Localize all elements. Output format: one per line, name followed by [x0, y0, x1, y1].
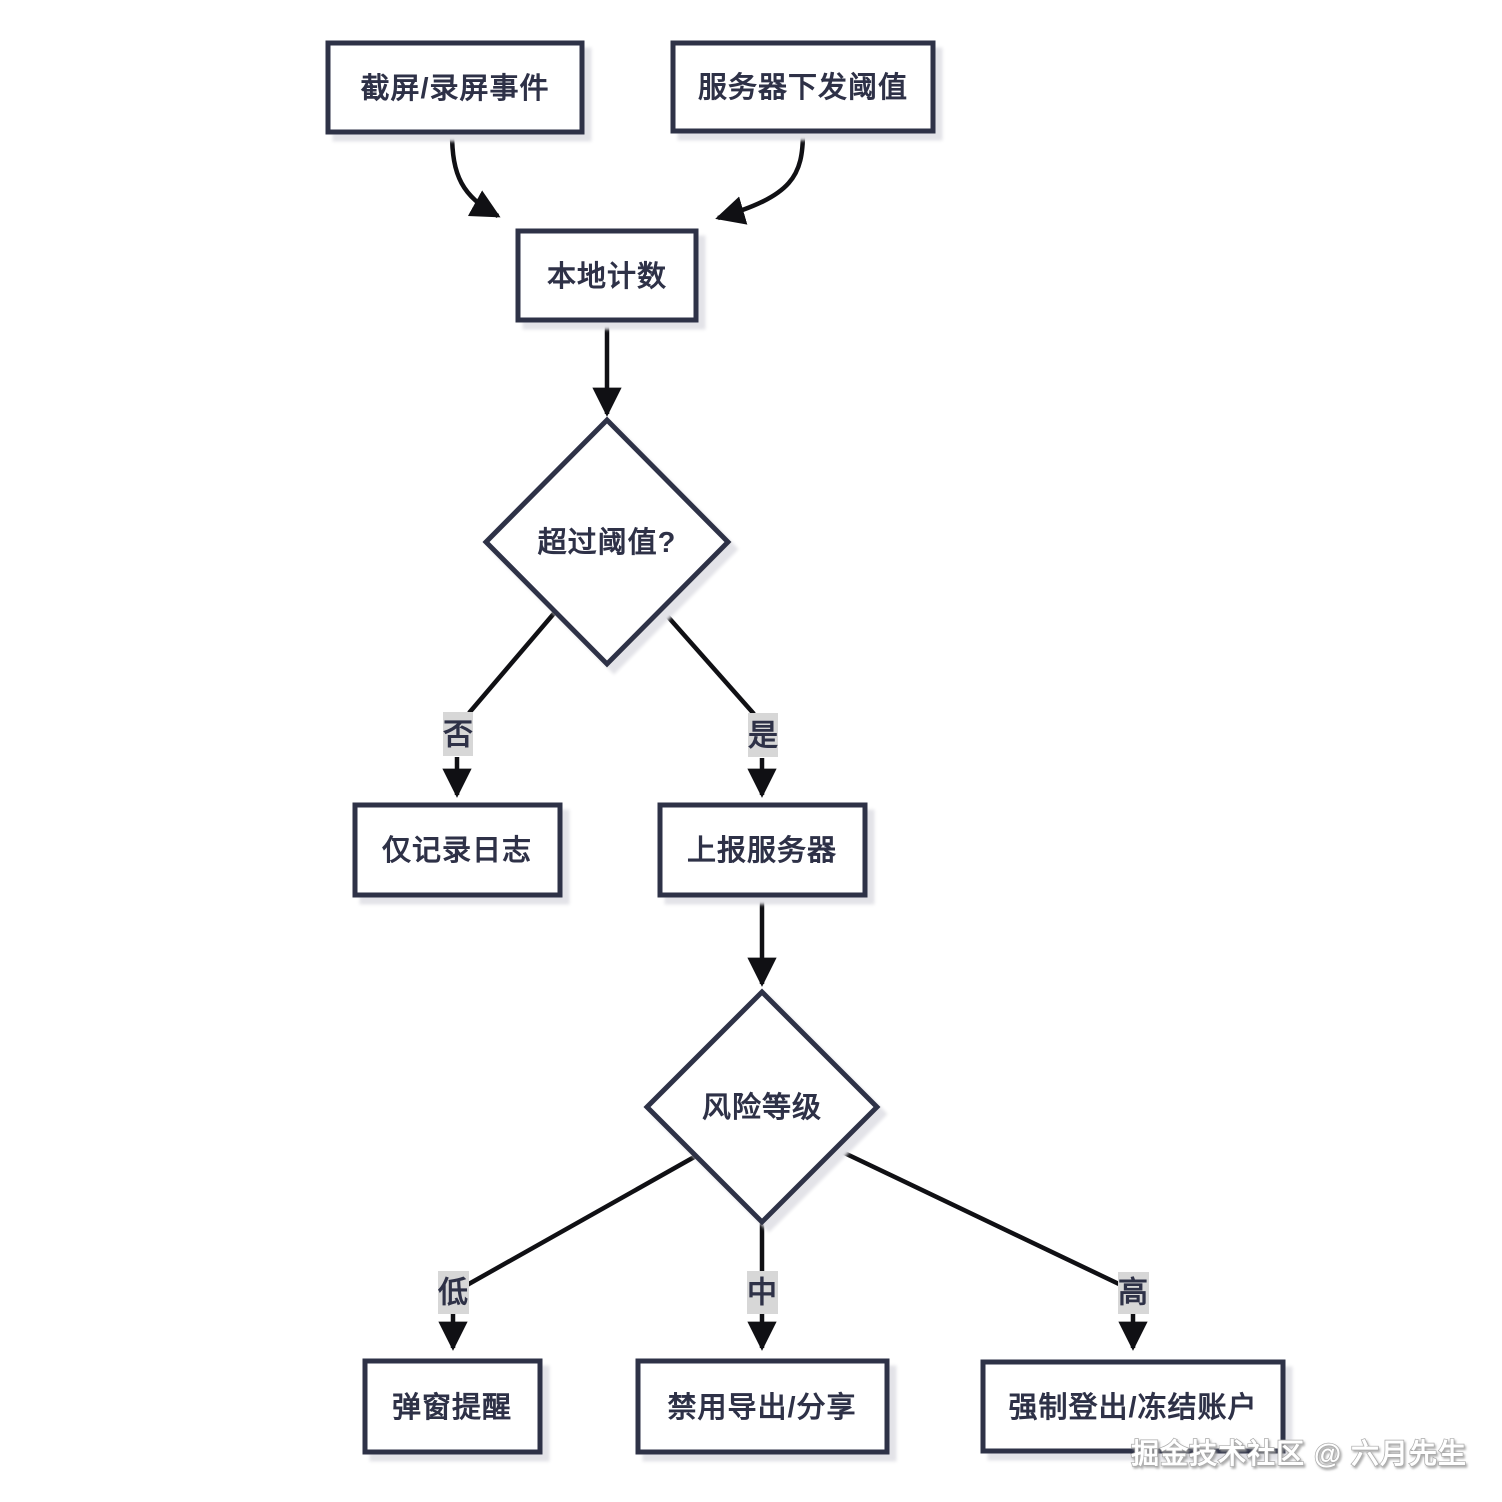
node-risk-level-decision: [643, 988, 881, 1226]
branch-label-low: 低: [437, 1277, 468, 1310]
node-popup-alert: [362, 1358, 543, 1455]
node-local-count: [515, 228, 699, 323]
branch-label-boxes: [438, 712, 1149, 1314]
branch-label-bg-yes: [748, 713, 778, 757]
label-popup-alert: 弹窗提醒: [392, 1390, 512, 1424]
branch-label-bg-no: [443, 712, 473, 756]
connectors: [438, 130, 1148, 1351]
branch-label-high: 高: [1118, 1277, 1148, 1310]
branch-label-bg-low: [438, 1271, 469, 1314]
label-force-logout-freeze: 强制登出/冻结账户: [1008, 1390, 1257, 1424]
node-log-only: [352, 802, 563, 898]
label-risk-level: 风险等级: [702, 1090, 822, 1124]
edge-exceed-threshold-yes-diagonal: [660, 608, 756, 716]
label-log-only: 仅记录日志: [382, 834, 532, 867]
edge-risk-level-high-diagonal: [835, 1146, 1122, 1288]
node-force-logout-freeze: [980, 1359, 1286, 1454]
edge-risk-level-low-diagonal: [465, 1154, 698, 1287]
node-server-threshold: [670, 40, 936, 134]
edge-screen-capture-to-local-count: [449, 131, 501, 218]
edge-exceed-threshold-no-diagonal: [467, 609, 558, 715]
label-report-server: 上报服务器: [687, 834, 837, 867]
node-labels: 截屏/录屏事件 服务器下发阈值 本地计数 超过阈值? 仅记录日志 上报服务器 风…: [360, 71, 1257, 1424]
branch-label-bg-high: [1118, 1272, 1149, 1314]
label-server-threshold: 服务器下发阈值: [698, 71, 908, 104]
branch-label-bg-medium: [747, 1271, 778, 1314]
branch-label-medium: 中: [747, 1277, 777, 1310]
node-shapes: [325, 40, 1286, 1455]
edge-server-threshold-to-local-count: [715, 130, 806, 225]
node-exceed-threshold-decision: [482, 416, 732, 668]
label-local-count: 本地计数: [547, 260, 667, 293]
label-exceed-threshold: 超过阈值?: [538, 526, 677, 559]
branch-label-no: 否: [443, 719, 473, 752]
label-screen-capture-event: 截屏/录屏事件: [360, 72, 549, 105]
branch-label-yes: 是: [748, 720, 778, 753]
node-screen-capture-event: [325, 40, 585, 135]
node-report-server: [657, 802, 868, 898]
node-disable-export-share: [635, 1358, 890, 1455]
label-disable-export-share: 禁用导出/分享: [667, 1390, 856, 1424]
watermark: 掘金技术社区 @ 六月先生: [1131, 1437, 1467, 1469]
